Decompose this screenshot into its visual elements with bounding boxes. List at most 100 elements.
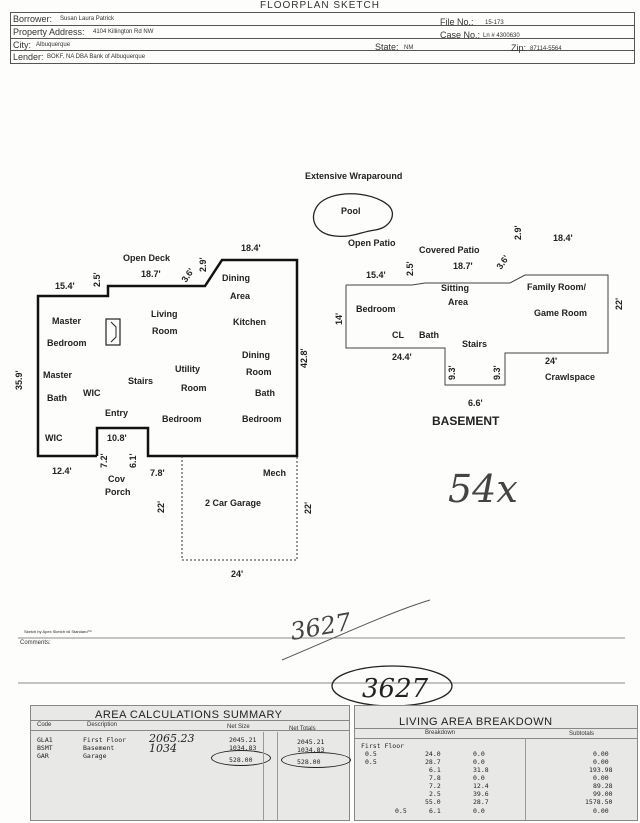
area-summary-title: AREA CALCULATIONS SUMMARY <box>95 709 283 721</box>
main-dim-label: 35.9' <box>14 370 24 390</box>
breakdown-a: 6.1 <box>429 807 441 815</box>
breakdown-a: 7.2 <box>429 782 441 790</box>
header-rule <box>10 12 635 13</box>
breakdown-subtotal: 1578.50 <box>585 798 613 806</box>
city-label: City: <box>13 40 31 50</box>
breakdown-multiplier: 0.5 <box>395 807 407 815</box>
handwritten-sum: 3627 <box>288 608 354 646</box>
handwritten-strike <box>281 599 431 661</box>
file-value: 15-173 <box>485 20 504 26</box>
basement-room-label: Bedroom <box>356 304 396 314</box>
main-dim-label: 7.2' <box>99 453 109 468</box>
header-border <box>10 12 11 63</box>
comments-label: Comments: <box>20 640 51 646</box>
main-dim-label: 18.7' <box>141 269 161 279</box>
summary-handwritten-note: 2065.23 <box>149 732 195 745</box>
city-value: Albuquerque <box>36 42 71 48</box>
main-room-label: Room <box>246 367 272 377</box>
basement-dim-label: 2.5' <box>405 261 415 276</box>
file-label: File No.: <box>440 17 474 27</box>
main-room-label: 2 Car Garage <box>205 498 261 508</box>
header-rule <box>10 25 635 26</box>
breakdown-b: 12.4 <box>473 782 489 790</box>
main-dim-label: 7.8' <box>150 468 165 478</box>
main-dim-label: 42.8' <box>299 348 309 368</box>
main-dim-label: 10.8' <box>107 433 127 443</box>
main-room-label: Bedroom <box>162 414 202 424</box>
summary-handwritten-note: 1034 <box>149 742 177 755</box>
main-dim-label: 24' <box>231 569 243 579</box>
basement-room-label: Game Room <box>534 308 587 318</box>
living-area-breakdown: LIVING AREA BREAKDOWN Breakdown Subtotal… <box>354 705 638 821</box>
breakdown-multiplier: 0.5 <box>365 758 377 766</box>
main-dim-label: 3.6' <box>179 266 196 284</box>
main-room-label: Living <box>151 309 178 319</box>
basement-room-label: Area <box>448 297 469 307</box>
main-room-label: Open Deck <box>123 253 171 263</box>
summary-total: 2045.21 <box>297 738 325 746</box>
basement-room-label: CL <box>392 330 404 340</box>
summary-code: BSMT <box>37 744 53 752</box>
main-room-label: Dining <box>242 350 270 360</box>
main-room-label: Area <box>230 291 251 301</box>
breakdown-subtotal: 0.00 <box>593 807 609 815</box>
basement-room-label: Crawlspace <box>545 372 595 382</box>
basement-dim-label: 9.3' <box>447 365 457 380</box>
main-dim-label: 12.4' <box>52 466 72 476</box>
breakdown-a: 6.1 <box>429 766 441 774</box>
basement-dim-label: 18.4' <box>553 233 573 243</box>
basement-room-label: Extensive Wraparound <box>305 171 402 181</box>
column-header: Description <box>87 722 118 728</box>
basement-dim-label: 14' <box>334 313 344 325</box>
main-dim-label: 2.5' <box>92 272 102 287</box>
main-room-label: Utility <box>175 364 200 374</box>
pool-outline <box>312 193 393 238</box>
breakdown-subtotal: 89.28 <box>593 782 613 790</box>
handwritten-count: 54x <box>448 467 518 511</box>
main-room-label: Porch <box>105 487 131 497</box>
main-room-label: Bedroom <box>242 414 282 424</box>
basement-room-label: Covered Patio <box>419 245 480 255</box>
basement-dim-label: 2.9' <box>513 225 523 240</box>
main-room-label: Master <box>43 370 73 380</box>
document-title: FLOORPLAN SKETCH <box>260 0 380 11</box>
summary-size: 1034.83 <box>229 744 257 752</box>
breakdown-subtotal: 99.00 <box>593 790 613 798</box>
state-value: NM <box>404 45 414 51</box>
breakdown-title: LIVING AREA BREAKDOWN <box>399 716 553 728</box>
main-room-label: Master <box>52 316 82 326</box>
header-rule <box>10 63 635 64</box>
breakdown-b: 39.6 <box>473 790 489 798</box>
breakdown-subtotal: 193.98 <box>589 766 613 774</box>
summary-size: 2045.21 <box>229 736 257 744</box>
main-room-label: Bath <box>255 388 275 398</box>
header-border <box>634 12 635 63</box>
basement-dim-label: 3.6' <box>494 253 511 271</box>
zip-value: 87114-5564 <box>530 46 562 52</box>
column-header: Breakdown <box>425 730 456 736</box>
address-label: Property Address: <box>13 27 85 37</box>
basement-room-label: Sitting <box>441 283 469 293</box>
breakdown-section: First Floor <box>361 742 405 750</box>
main-room-label: Cov <box>108 474 125 484</box>
basement-room-label: Stairs <box>462 339 487 349</box>
basement-dim-label: 9.3' <box>492 365 502 380</box>
column-header: Subtotals <box>569 731 595 737</box>
main-room-label: Bedroom <box>47 338 87 348</box>
main-dim-label: 18.4' <box>241 243 261 253</box>
breakdown-subtotal: 0.00 <box>593 750 609 758</box>
basement-dim-label: 22' <box>614 298 624 310</box>
column-header: Net Size <box>227 724 250 730</box>
column-header: Net Totals <box>289 726 316 732</box>
basement-outline <box>345 274 609 386</box>
lender-value: BOKF, NA DBA Bank of Albuquerque <box>47 54 146 60</box>
main-room-label: Kitchen <box>233 317 266 327</box>
basement-room-label: Pool <box>341 206 361 216</box>
main-dim-label: 6.1' <box>128 453 138 468</box>
breakdown-a: 28.7 <box>425 758 441 766</box>
breakdown-b: 28.7 <box>473 798 489 806</box>
breakdown-b: 0.0 <box>473 758 485 766</box>
basement-room-label: Open Patio <box>348 238 396 248</box>
main-room-label: WIC <box>45 433 63 443</box>
